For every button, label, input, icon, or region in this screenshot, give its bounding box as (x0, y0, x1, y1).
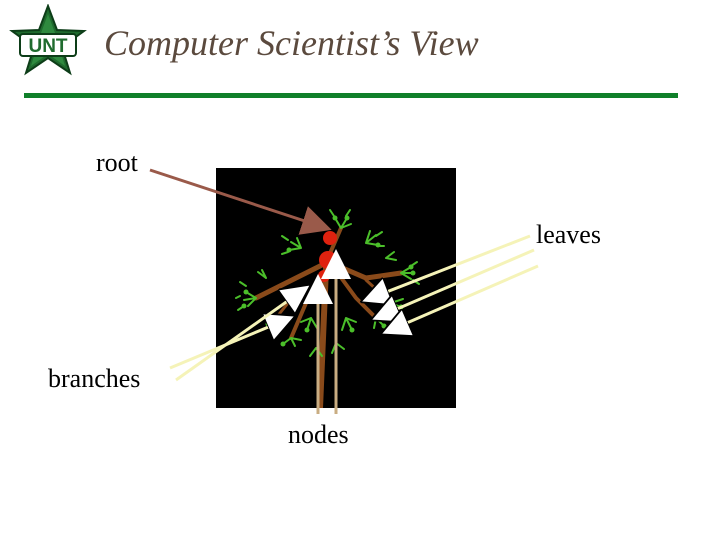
logo-text: UNT (28, 36, 67, 57)
leaves-arrows (366, 234, 539, 332)
slide-title: Computer Scientist’s View (104, 23, 479, 63)
unt-logo: UNT (8, 3, 88, 82)
title-divider (24, 93, 678, 98)
branches-arrows (169, 288, 306, 382)
root-arrow (149, 168, 332, 235)
root-label: root (96, 148, 138, 177)
nodes-label: nodes (288, 420, 349, 449)
branches-label: branches (48, 364, 141, 393)
nodes-arrows (303, 249, 351, 414)
leaves-label: leaves (536, 220, 601, 249)
